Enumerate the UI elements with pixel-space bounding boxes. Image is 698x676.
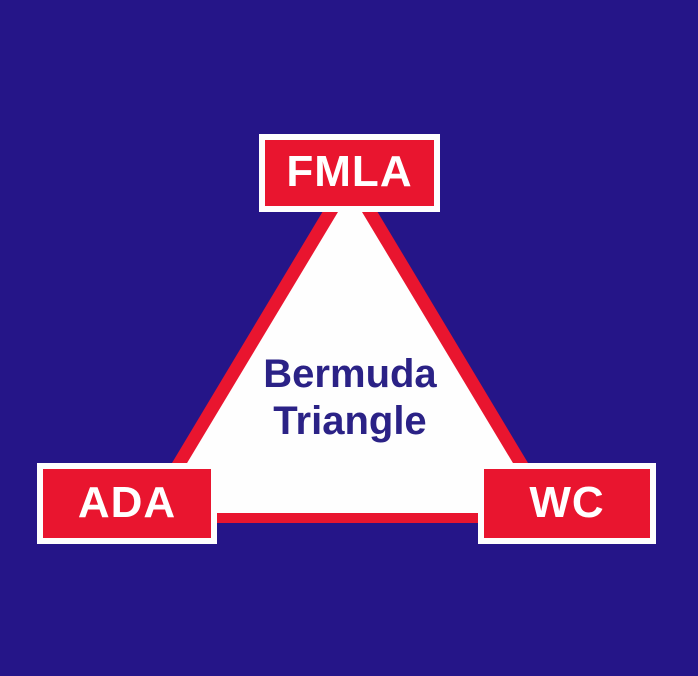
triangle-white-fill	[157, 192, 543, 513]
center-title-line1: Bermuda	[263, 352, 437, 396]
node-wc: WC	[478, 463, 656, 544]
node-ada: ADA	[37, 463, 217, 544]
node-fmla: FMLA	[259, 134, 440, 212]
node-fmla-label: FMLA	[286, 147, 413, 196]
node-ada-label: ADA	[77, 477, 177, 527]
center-title: Bermuda Triangle	[150, 351, 550, 445]
center-title-line2: Triangle	[273, 399, 427, 443]
node-wc-label: WC	[529, 477, 605, 527]
